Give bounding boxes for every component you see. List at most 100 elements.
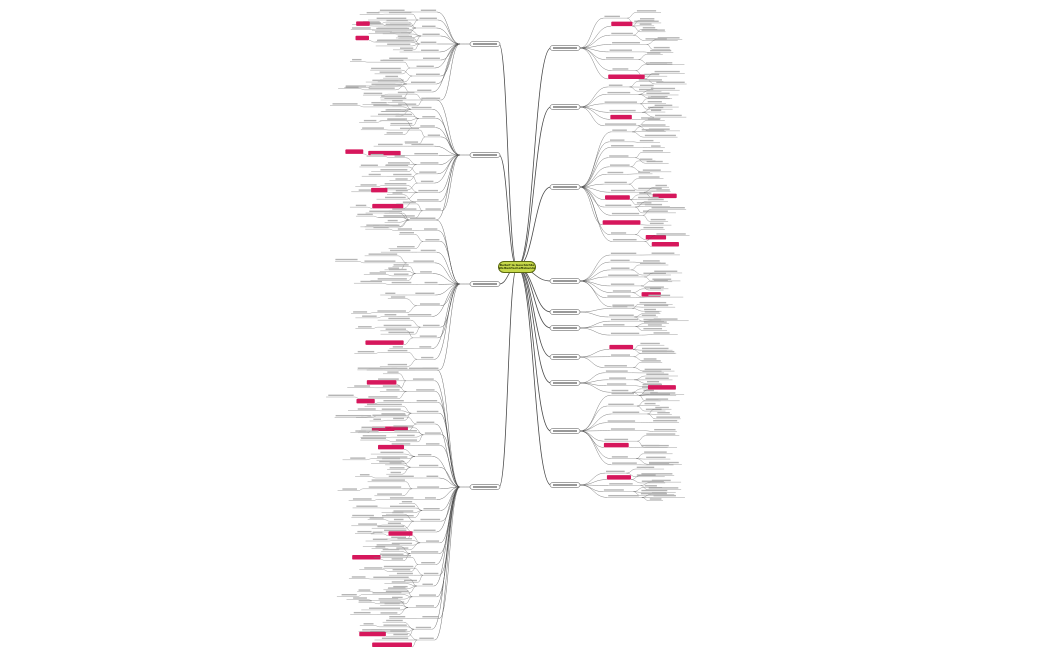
leaf-text (393, 510, 414, 512)
leaf-connector (405, 596, 413, 604)
leaf-text (386, 389, 400, 391)
leaf-text (355, 204, 367, 207)
leaf-text (642, 347, 669, 350)
leaf-text (389, 616, 406, 618)
highlight-leaf (345, 149, 364, 154)
leaf-text (648, 487, 679, 489)
leaf-text (641, 314, 656, 316)
leaf-text (385, 23, 408, 26)
leaf-connector (642, 112, 655, 118)
leaf-text (610, 232, 627, 234)
leaf-text (411, 143, 434, 146)
leaf-text (639, 88, 654, 91)
leaf-text (359, 474, 370, 476)
leaf-text (352, 498, 372, 500)
leaf-connector (629, 86, 639, 92)
leaf-text (385, 164, 409, 166)
leaf-text (639, 301, 667, 304)
leaf-text (387, 363, 408, 366)
leaf-text (393, 173, 412, 176)
leaf-connector (402, 467, 411, 475)
leaf-text (384, 183, 407, 185)
leaf-connector (407, 182, 418, 191)
leaf-connector (403, 553, 411, 561)
leaf-text (653, 494, 676, 497)
highlight-leaf (651, 242, 679, 247)
leaf-connector (363, 153, 369, 156)
leaf-text (358, 189, 377, 191)
sub-connector (579, 186, 603, 225)
leaf-text (653, 332, 670, 334)
leaf-text (399, 232, 414, 234)
leaf-connector (406, 298, 417, 306)
leaf-text (383, 565, 414, 568)
leaf-text (610, 283, 635, 285)
leaf-text (424, 281, 438, 284)
highlight-leaf (608, 74, 645, 79)
leaf-connector (367, 599, 373, 601)
leaf-text (612, 129, 627, 131)
leaf-connector (628, 178, 638, 185)
leaf-text (404, 579, 418, 582)
leaf-text (649, 462, 670, 464)
leaf-text (644, 368, 671, 371)
leaf-connector (408, 456, 415, 459)
leaf-text (328, 394, 354, 397)
leaf-connector (627, 12, 636, 19)
leaf-connector (398, 255, 407, 264)
leaf-text (377, 525, 405, 528)
leaf-text (416, 421, 435, 423)
leaf-text (644, 311, 660, 313)
branch-connector (516, 266, 552, 329)
leaf-text (610, 428, 635, 430)
branch-label (553, 280, 577, 282)
leaf-connector (642, 215, 650, 222)
leaf-connector (381, 24, 387, 26)
leaf-connector (638, 59, 650, 65)
leaf-text (376, 17, 407, 19)
leaf-text (636, 10, 657, 12)
leaf-text (372, 538, 388, 541)
sub-connector (579, 405, 608, 432)
leaf-connector (420, 129, 426, 138)
leaf-text (380, 451, 404, 454)
leaf-text (373, 104, 402, 106)
leaf-text (353, 611, 371, 614)
leaf-text (390, 505, 415, 508)
leaf-text (353, 311, 368, 313)
leaf-connector (633, 35, 645, 41)
leaf-text (379, 601, 405, 603)
leaf-text (420, 271, 432, 273)
leaf-connector (644, 241, 652, 247)
leaf-text (641, 129, 665, 131)
leaf-text (647, 101, 662, 103)
leaf-connector (635, 234, 646, 240)
highlight-leaf (352, 554, 381, 560)
leaf-connector (404, 413, 412, 421)
central-topic-node[interactable]: ReXeP la Geschichte Weltwirtschaftskunde (498, 261, 536, 273)
leaf-connector (629, 199, 638, 200)
leaf-text (371, 629, 408, 631)
leaf-text (419, 303, 440, 305)
leaf-text (341, 594, 357, 596)
leaf-connector (366, 86, 373, 88)
sub-connector (579, 472, 606, 486)
leaf-text (611, 212, 640, 215)
leaf-text (387, 371, 399, 373)
leaf-text (427, 134, 441, 136)
leaf-connector (403, 596, 413, 600)
leaf-text (604, 15, 620, 18)
leaf-text (398, 103, 417, 105)
sub-connector (579, 356, 604, 368)
leaf-text (647, 118, 661, 120)
leaf-text (414, 152, 439, 155)
leaf-text (644, 73, 660, 76)
sub-connector (579, 186, 605, 208)
sub-connector (439, 486, 461, 554)
sub-connector (579, 106, 611, 120)
leaf-text (387, 43, 411, 45)
leaf-text (605, 204, 632, 207)
highlight-leaf (647, 385, 676, 390)
leaf-text (638, 171, 651, 173)
highlight-leaf (609, 344, 634, 350)
